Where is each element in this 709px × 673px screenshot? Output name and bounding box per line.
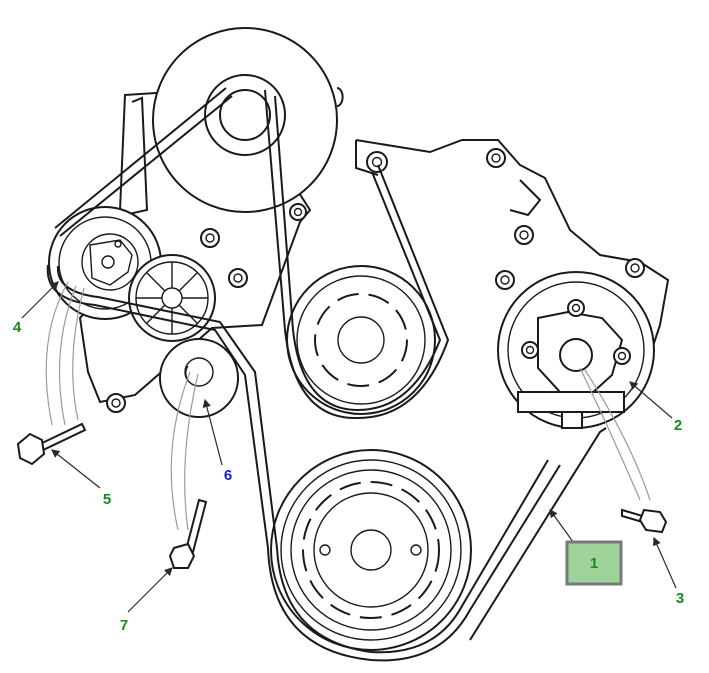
bolt-7 <box>168 371 208 569</box>
callout-label-7[interactable]: 7 <box>120 617 128 634</box>
fan-pulley <box>128 254 216 342</box>
callout-label-4[interactable]: 4 <box>13 319 22 336</box>
callout-1[interactable]: 1 <box>565 540 623 586</box>
belt-tensioner <box>497 271 655 429</box>
callout-label-3[interactable]: 3 <box>676 590 684 607</box>
bolt-5 <box>16 281 87 466</box>
alternator-pulley <box>152 27 344 213</box>
crankshaft-pulley <box>270 449 472 651</box>
callout-1-highlight <box>565 540 623 586</box>
idler-pulley-6 <box>159 338 239 418</box>
drive-belt <box>46 87 607 662</box>
mounting-bracket-right <box>355 139 670 391</box>
callout-arrows <box>21 281 677 613</box>
bolt-3 <box>579 367 668 534</box>
callout-label-2[interactable]: 2 <box>674 417 682 434</box>
callout-label-6[interactable]: 6 <box>224 467 232 484</box>
callout-label-5[interactable]: 5 <box>103 491 111 508</box>
idler-pulley-center <box>286 265 436 415</box>
callout-label-1: 1 <box>590 555 598 572</box>
